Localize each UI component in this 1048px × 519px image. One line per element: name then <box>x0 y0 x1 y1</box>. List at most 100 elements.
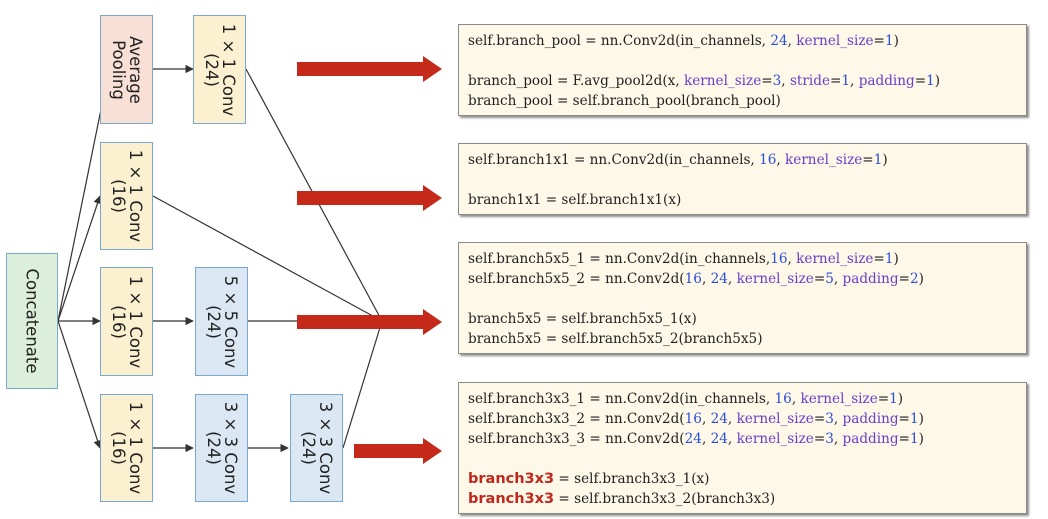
code-token: 16 <box>759 152 777 168</box>
code-token: 5 <box>825 271 834 287</box>
code-token: 24 <box>710 431 728 447</box>
code-token: kernel_size <box>736 271 814 287</box>
edge-concat-to-conv1x1 <box>57 195 102 322</box>
code-token: padding <box>858 73 915 89</box>
code-token: 1 <box>873 152 883 168</box>
code-token: ) <box>893 33 899 49</box>
edge-concat-to-avgpool <box>57 74 111 322</box>
code-token: ) <box>893 251 899 267</box>
code-token: kernel_size <box>796 251 874 267</box>
code-token: self.branch5x5_1 = nn.Conv2d(in_channels… <box>468 251 771 267</box>
code-token: self.branch_pool = nn.Conv2d(in_channels… <box>468 33 771 49</box>
code-token: 16 <box>774 391 792 407</box>
code-token: 1 <box>926 73 935 89</box>
code-token: 16 <box>684 411 702 427</box>
highlighted-variable: branch3x3 <box>468 491 555 507</box>
red-arrow-pool <box>297 56 442 82</box>
code-token: 24 <box>710 411 728 427</box>
output-line-conv1x1 <box>152 195 383 322</box>
code-block-branch-pool: self.branch_pool = nn.Conv2d(in_channels… <box>458 24 1027 116</box>
code-token: = <box>829 73 842 89</box>
code-blank-line <box>468 449 1018 469</box>
code-line: branch_pool = self.branch_pool(branch_po… <box>468 91 1018 111</box>
code-token: kernel_size <box>800 391 878 407</box>
code-token: kernel_size <box>785 152 863 168</box>
code-token: padding <box>842 411 899 427</box>
code-token: , <box>850 73 859 89</box>
code-line: branch1x1 = self.branch1x1(x) <box>468 190 1018 210</box>
code-token: self.branch3x3_3 = nn.Conv2d( <box>468 431 685 447</box>
code-token: = <box>761 73 773 89</box>
pool-conv1x1-node: 1 × 1 Conv (24) <box>193 15 246 124</box>
edge-concat-to-b3-conv1x1 <box>57 320 102 449</box>
code-line: self.branch3x3_2 = nn.Conv2d(16, 24, ker… <box>468 409 1018 429</box>
code-block-branch1x1: self.branch1x1 = nn.Conv2d(in_channels, … <box>458 143 1027 215</box>
code-token: ) <box>918 271 924 287</box>
code-token: 1 <box>909 431 919 447</box>
code-token: self.branch3x3_2 = nn.Conv2d( <box>468 411 685 427</box>
code-blank-line <box>468 170 1018 190</box>
code-token: = self.branch3x3_1(x) <box>554 471 710 487</box>
conv1x1-node: 1 × 1 Conv (16) <box>100 142 153 250</box>
code-block-branch3x3: self.branch3x3_1 = nn.Conv2d(in_channels… <box>458 382 1027 514</box>
output-line-conv3x3 <box>342 320 383 449</box>
code-token: = <box>914 73 927 89</box>
code-token: branch_pool = self.branch_pool(branch_po… <box>468 93 781 109</box>
code-token: = self.branch3x3_2(branch3x3) <box>554 491 776 507</box>
code-token: padding <box>842 271 899 287</box>
code-token: 16 <box>770 251 788 267</box>
b3-conv1x1-node: 1 × 1 Conv (16) <box>100 394 153 502</box>
code-token: ) <box>897 391 904 407</box>
code-token: , <box>781 73 790 89</box>
code-line: branch3x3 = self.branch3x3_1(x) <box>468 469 1018 489</box>
code-token: 1 <box>884 33 894 49</box>
code-token: , <box>727 271 737 287</box>
code-line: branch5x5 = self.branch5x5_1(x) <box>468 309 1018 329</box>
code-token: ) <box>918 431 924 447</box>
average-pooling-node: Average Pooling <box>100 15 153 124</box>
code-token: , <box>701 431 711 447</box>
code-token: branch5x5 = self.branch5x5_2(branch5x5) <box>468 331 763 347</box>
code-token: 1 <box>909 411 919 427</box>
code-token: kernel_size <box>736 411 814 427</box>
code-token: = <box>877 391 890 407</box>
code-token: , <box>776 152 786 168</box>
code-token: ) <box>882 152 888 168</box>
code-token: = <box>862 152 874 168</box>
code-token: 1 <box>889 391 898 407</box>
code-token: kernel_size <box>683 73 762 89</box>
code-token: 1 <box>884 251 894 267</box>
highlighted-variable: branch3x3 <box>468 471 555 487</box>
code-line: self.branch3x3_3 = nn.Conv2d(24, 24, ker… <box>468 429 1018 449</box>
code-token: 1 <box>841 73 851 89</box>
code-token: branch1x1 = self.branch1x1(x) <box>468 192 682 208</box>
code-token: , <box>791 391 801 407</box>
code-line: self.branch5x5_2 = nn.Conv2d(16, 24, ker… <box>468 269 1018 289</box>
red-arrow-conv5x5 <box>297 309 442 335</box>
code-token: = <box>813 411 826 427</box>
code-token: 3 <box>825 431 834 447</box>
code-token: = <box>898 431 910 447</box>
conv3x3-a-node: 3 × 3 Conv (24) <box>195 394 248 502</box>
code-token: = <box>873 251 885 267</box>
code-token: 24 <box>770 33 788 49</box>
code-line: self.branch1x1 = nn.Conv2d(in_channels, … <box>468 150 1018 170</box>
concatenate-node: Concatenate <box>6 253 58 389</box>
code-token: , <box>787 251 797 267</box>
code-token: padding <box>842 431 899 447</box>
code-token: 24 <box>684 431 702 447</box>
code-blank-line <box>468 289 1018 309</box>
code-token: stride <box>789 73 830 89</box>
conv3x3-b-node: 3 × 3 Conv (24) <box>290 394 343 502</box>
code-token: = <box>898 271 910 287</box>
code-token: ) <box>934 73 941 89</box>
code-token: ) <box>918 411 924 427</box>
code-token: 2 <box>909 271 919 287</box>
code-line: self.branch_pool = nn.Conv2d(in_channels… <box>468 31 1018 51</box>
code-token: kernel_size <box>796 33 874 49</box>
code-token: 3 <box>772 73 782 89</box>
code-line: branch3x3 = self.branch3x3_2(branch3x3) <box>468 489 1018 509</box>
code-line: self.branch5x5_1 = nn.Conv2d(in_channels… <box>468 249 1018 269</box>
code-token: self.branch1x1 = nn.Conv2d(in_channels, <box>468 152 760 168</box>
code-token: , <box>701 271 711 287</box>
